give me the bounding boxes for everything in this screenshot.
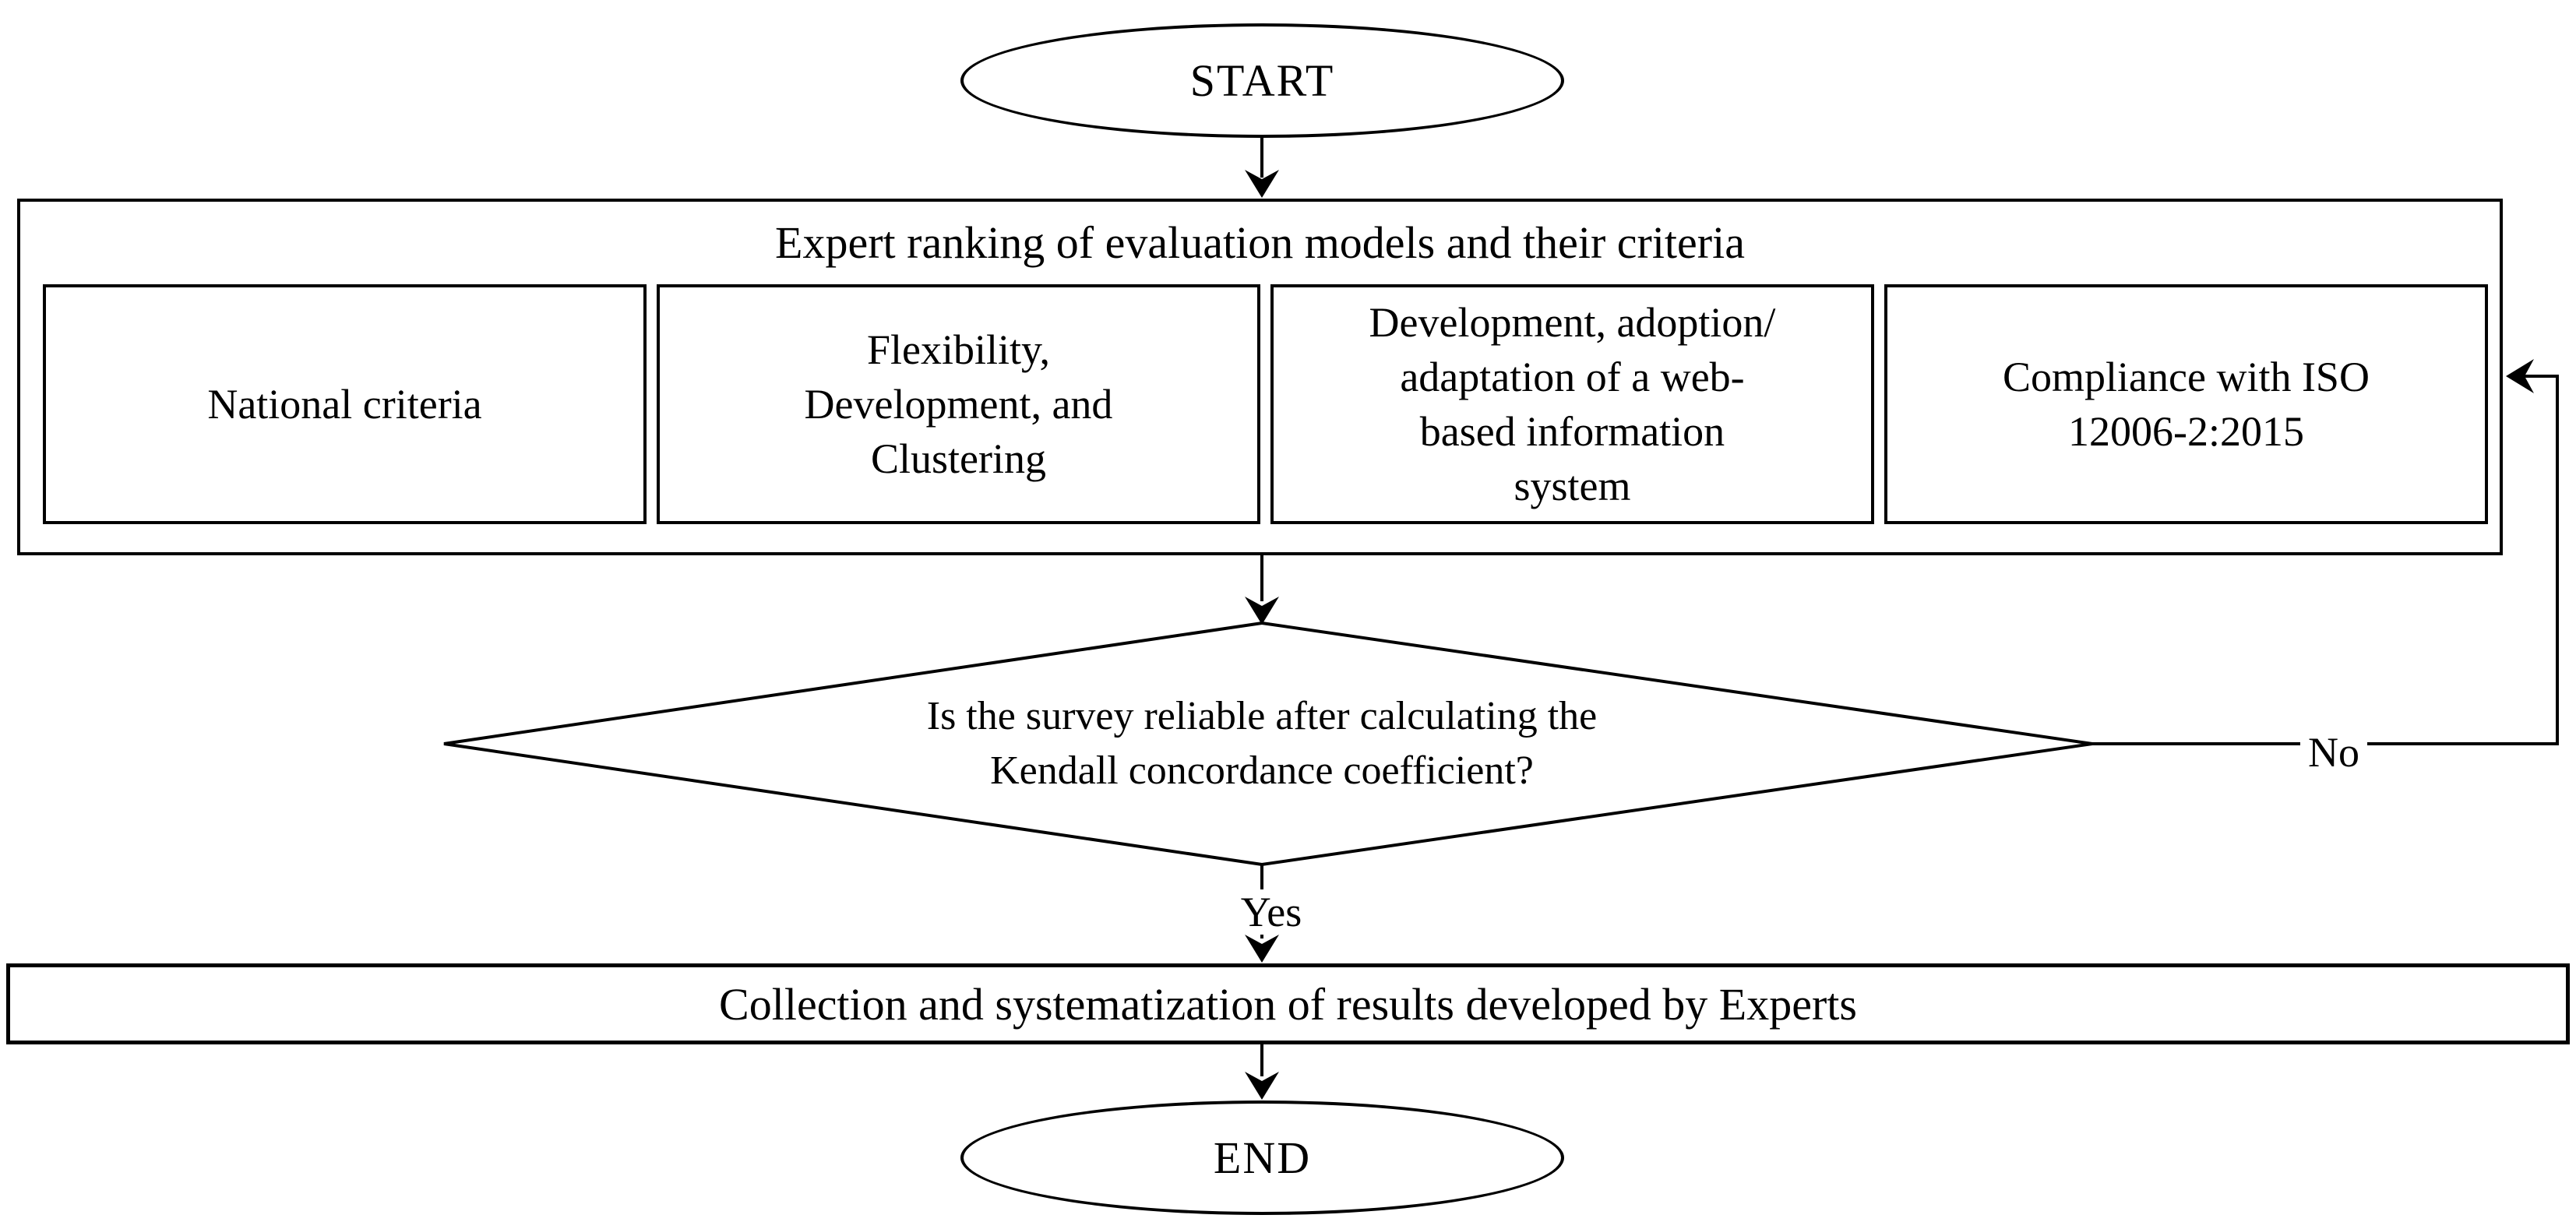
expert-ranking-box: Expert ranking of evaluation models and … [17, 199, 2503, 555]
yes-edge-label: Yes [1232, 889, 1310, 935]
no-edge-label: No [2300, 730, 2367, 775]
arrowhead-down-into-collection-icon [1245, 935, 1279, 963]
arrowhead-left-into-ranking-icon [2506, 359, 2534, 393]
criterion-label: Development, adoption/ adaptation of a w… [1369, 299, 1776, 509]
arrowhead-down-into-ranking-icon [1245, 170, 1279, 198]
start-terminator: START [960, 23, 1564, 138]
end-label: END [1213, 1132, 1312, 1183]
end-terminator: END [960, 1100, 1564, 1215]
start-label: START [1189, 55, 1335, 106]
criterion-label: Flexibility, Development, and Clustering [804, 326, 1113, 482]
collection-label: Collection and systematization of result… [719, 978, 1857, 1030]
arrowhead-down-into-end-icon [1245, 1072, 1279, 1100]
criterion-label: National criteria [207, 381, 482, 428]
criterion-box-web-based-information-system: Development, adoption/ adaptation of a w… [1270, 284, 1874, 524]
collection-box: Collection and systematization of result… [6, 963, 2570, 1044]
criterion-box-national-criteria: National criteria [43, 284, 647, 524]
criterion-label: Compliance with ISO 12006-2:2015 [2003, 354, 2370, 455]
criterion-box-iso-compliance: Compliance with ISO 12006-2:2015 [1884, 284, 2488, 524]
arrowhead-down-into-decision-icon [1245, 597, 1279, 625]
criterion-box-flexibility-development-clustering: Flexibility, Development, and Clustering [657, 284, 1260, 524]
expert-ranking-title: Expert ranking of evaluation models and … [775, 217, 1745, 268]
decision-question: Is the survey reliable after calculating… [926, 694, 1598, 793]
